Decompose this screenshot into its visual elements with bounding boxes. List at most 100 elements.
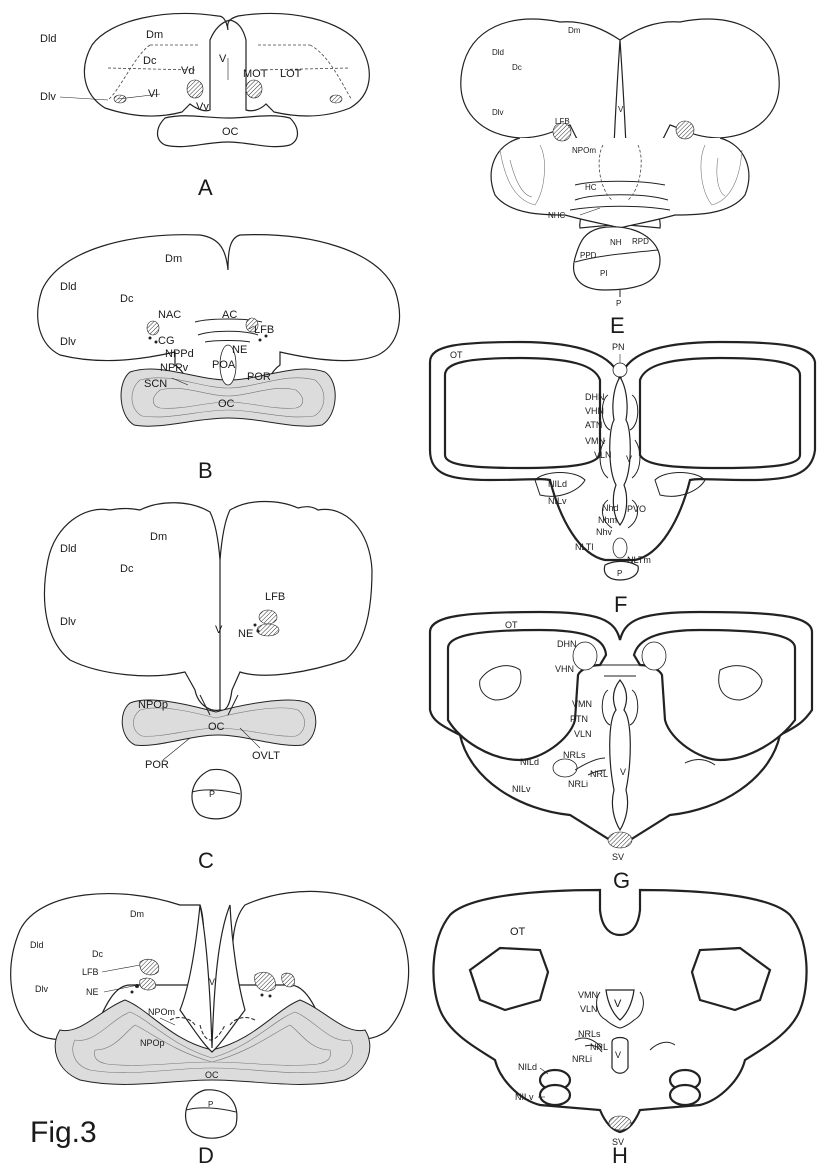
label: RPD bbox=[632, 237, 649, 246]
label: V bbox=[615, 1050, 621, 1060]
label: Nhm bbox=[598, 515, 617, 525]
label: V bbox=[614, 998, 622, 1010]
label: POA bbox=[212, 359, 236, 371]
panel-a: Dld Dm Dc Vd V MOT LOT Dlv Vl Vv OC A bbox=[40, 14, 369, 200]
label: DHN bbox=[585, 392, 605, 402]
label: VHN bbox=[555, 664, 574, 674]
label: Dld bbox=[30, 940, 44, 950]
label: OVLT bbox=[252, 750, 280, 762]
label: NPOm bbox=[572, 146, 596, 155]
label: NRLi bbox=[568, 779, 588, 789]
panel-letter: F bbox=[614, 592, 627, 617]
panel-f: OT PN DHN VHN ATN VMN V VLN NILd NILv Nh… bbox=[430, 342, 815, 617]
label: OC bbox=[222, 126, 239, 138]
panel-letter: C bbox=[198, 848, 214, 873]
label: LFB bbox=[555, 117, 570, 126]
label: SV bbox=[612, 852, 624, 862]
panel-letter: A bbox=[198, 175, 213, 200]
label: Nhv bbox=[596, 527, 613, 537]
label: Dlv bbox=[60, 336, 76, 348]
label: VMN bbox=[572, 699, 592, 709]
label: OC bbox=[218, 398, 235, 410]
figure-label: Fig.3 bbox=[30, 1116, 97, 1149]
telencephalon-section bbox=[44, 502, 372, 711]
label: Dld bbox=[492, 48, 504, 57]
label: NLTl bbox=[575, 542, 593, 552]
label: Vd bbox=[181, 65, 194, 77]
label: VLN bbox=[580, 1004, 598, 1014]
label: PVO bbox=[627, 504, 646, 514]
label: LOT bbox=[280, 68, 302, 80]
label: VMN bbox=[578, 990, 598, 1000]
label: NH bbox=[610, 238, 622, 247]
panel-letter: B bbox=[198, 458, 213, 483]
hypothalamus bbox=[491, 138, 749, 228]
panel-h: OT VMN V VLN NRLs NRL NILd NRLi V NILv S… bbox=[433, 890, 806, 1166]
label: LFB bbox=[82, 967, 99, 977]
label: OT bbox=[510, 926, 526, 938]
label: Dc bbox=[512, 63, 522, 72]
pituitary bbox=[186, 1090, 237, 1138]
label: NE bbox=[232, 344, 247, 356]
label: NRL bbox=[590, 1042, 608, 1052]
label: V bbox=[618, 105, 624, 114]
label: Dm bbox=[568, 26, 581, 35]
label: NILd bbox=[520, 757, 539, 767]
label: NHC bbox=[548, 211, 566, 220]
label: Dm bbox=[165, 253, 182, 265]
label: V bbox=[620, 767, 626, 777]
label: Dc bbox=[92, 949, 103, 959]
label: PI bbox=[600, 269, 608, 278]
label: CG bbox=[158, 335, 175, 347]
panel-b: Dm Dld Dc NAC AC LFB Dlv CG NE NPPd NPPv… bbox=[38, 235, 400, 483]
label: P bbox=[616, 299, 621, 308]
label: Dm bbox=[130, 909, 144, 919]
pineal-body bbox=[613, 363, 627, 377]
label: PPD bbox=[580, 251, 597, 260]
label: VHN bbox=[585, 406, 604, 416]
panel-letter: H bbox=[612, 1143, 628, 1166]
label: P bbox=[209, 789, 215, 799]
telencephalon-section bbox=[84, 14, 369, 117]
label: Vl bbox=[148, 88, 158, 100]
label: AC bbox=[222, 309, 237, 321]
label: NPOp bbox=[140, 1038, 165, 1048]
label: OC bbox=[208, 721, 225, 733]
label: Dm bbox=[150, 531, 167, 543]
panel-g: OT DHN VHN VMN PTN VLN NILd NRLs NRL NRL… bbox=[430, 612, 812, 893]
label: V bbox=[209, 977, 215, 987]
label: Dlv bbox=[492, 108, 504, 117]
label: NAC bbox=[158, 309, 181, 321]
label: Dld bbox=[40, 33, 57, 45]
label: Dlv bbox=[60, 616, 76, 628]
label: VMN bbox=[585, 436, 605, 446]
label: NRL bbox=[590, 769, 608, 779]
label: NLTm bbox=[627, 555, 651, 565]
label: Dc bbox=[120, 293, 134, 305]
panel-letter: E bbox=[610, 313, 625, 338]
label: Dc bbox=[120, 563, 134, 575]
label: PN bbox=[612, 342, 625, 352]
label: LFB bbox=[265, 591, 285, 603]
label: NPOm bbox=[148, 1007, 175, 1017]
label: NILd bbox=[518, 1062, 537, 1072]
label: POR bbox=[247, 371, 271, 383]
label: V bbox=[219, 53, 227, 65]
label: Dld bbox=[60, 281, 77, 293]
label: NPPd bbox=[165, 348, 194, 360]
label: MOT bbox=[243, 68, 268, 80]
label: Dm bbox=[146, 29, 163, 41]
label: V bbox=[215, 624, 223, 636]
label: NE bbox=[238, 628, 253, 640]
label: HC bbox=[585, 183, 597, 192]
label: DHN bbox=[557, 639, 577, 649]
label: ATN bbox=[585, 420, 602, 430]
label: NILd bbox=[548, 479, 567, 489]
label: PTN bbox=[570, 714, 588, 724]
label: NRLs bbox=[578, 1029, 601, 1039]
label: NRLi bbox=[572, 1054, 592, 1064]
label: Dlv bbox=[35, 984, 48, 994]
label: NRLs bbox=[563, 750, 586, 760]
label: P bbox=[617, 569, 622, 578]
